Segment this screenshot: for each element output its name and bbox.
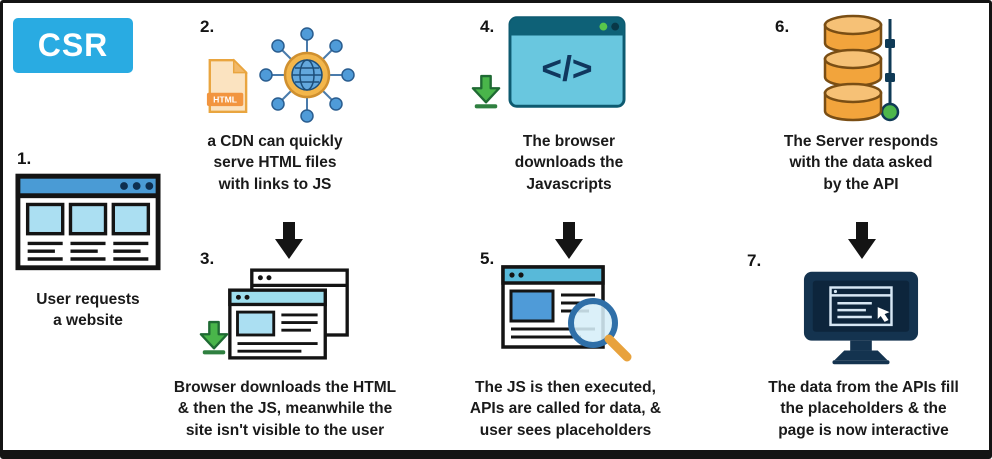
download-arrow-icon [199, 319, 229, 357]
globe [283, 51, 331, 99]
cdn-network-icon [257, 25, 357, 125]
browser-window-icon [15, 173, 161, 271]
step-2-number: 2. [200, 17, 215, 36]
step-6-text: The Server responds with the data asked … [783, 133, 939, 193]
stacked-browser-windows-icon [227, 267, 351, 361]
html-file-icon: HTML [205, 57, 249, 115]
database-cylinders [823, 14, 883, 122]
step-7-number: 7. [747, 251, 762, 270]
step-1-number: 1. [17, 149, 32, 168]
down-arrow-icon [274, 221, 304, 261]
step-3-icon-group [199, 267, 351, 361]
step-3-text: Browser downloads the HTML & then the JS… [173, 379, 397, 439]
browser-with-magnifier-icon [501, 265, 636, 365]
csr-badge: CSR [13, 18, 133, 73]
network-nodes [259, 27, 355, 123]
step-5-number: 5. [480, 249, 495, 268]
step-7-text: The data from the APIs fill the placehol… [768, 379, 959, 439]
database-stack-icon [821, 9, 905, 123]
step-1-text: User requests a website [36, 291, 140, 330]
step-2-icon-group: HTML [199, 23, 363, 125]
step-6-number: 6. [775, 17, 790, 36]
on-screen-window [829, 286, 893, 327]
download-arrow-icon [471, 73, 501, 111]
magnifier [568, 298, 632, 362]
code-browser-window-icon: </> [508, 15, 626, 109]
code-glyph: </> [541, 49, 592, 89]
down-arrow-icon [554, 221, 584, 261]
step-3-number: 3. [200, 249, 215, 268]
step-4-text: The browser downloads the Javascripts [514, 133, 624, 193]
step-4-number: 4. [480, 17, 495, 36]
down-arrow-icon [847, 221, 877, 261]
desktop-monitor-icon [801, 269, 921, 367]
step-4-icon-group: </> [471, 15, 627, 111]
csr-badge-label: CSR [37, 27, 109, 63]
html-file-label: HTML [213, 95, 237, 105]
step-2-text: a CDN can quickly serve HTML files with … [207, 133, 343, 193]
step-5-text: The JS is then executed, APIs are called… [469, 379, 662, 439]
